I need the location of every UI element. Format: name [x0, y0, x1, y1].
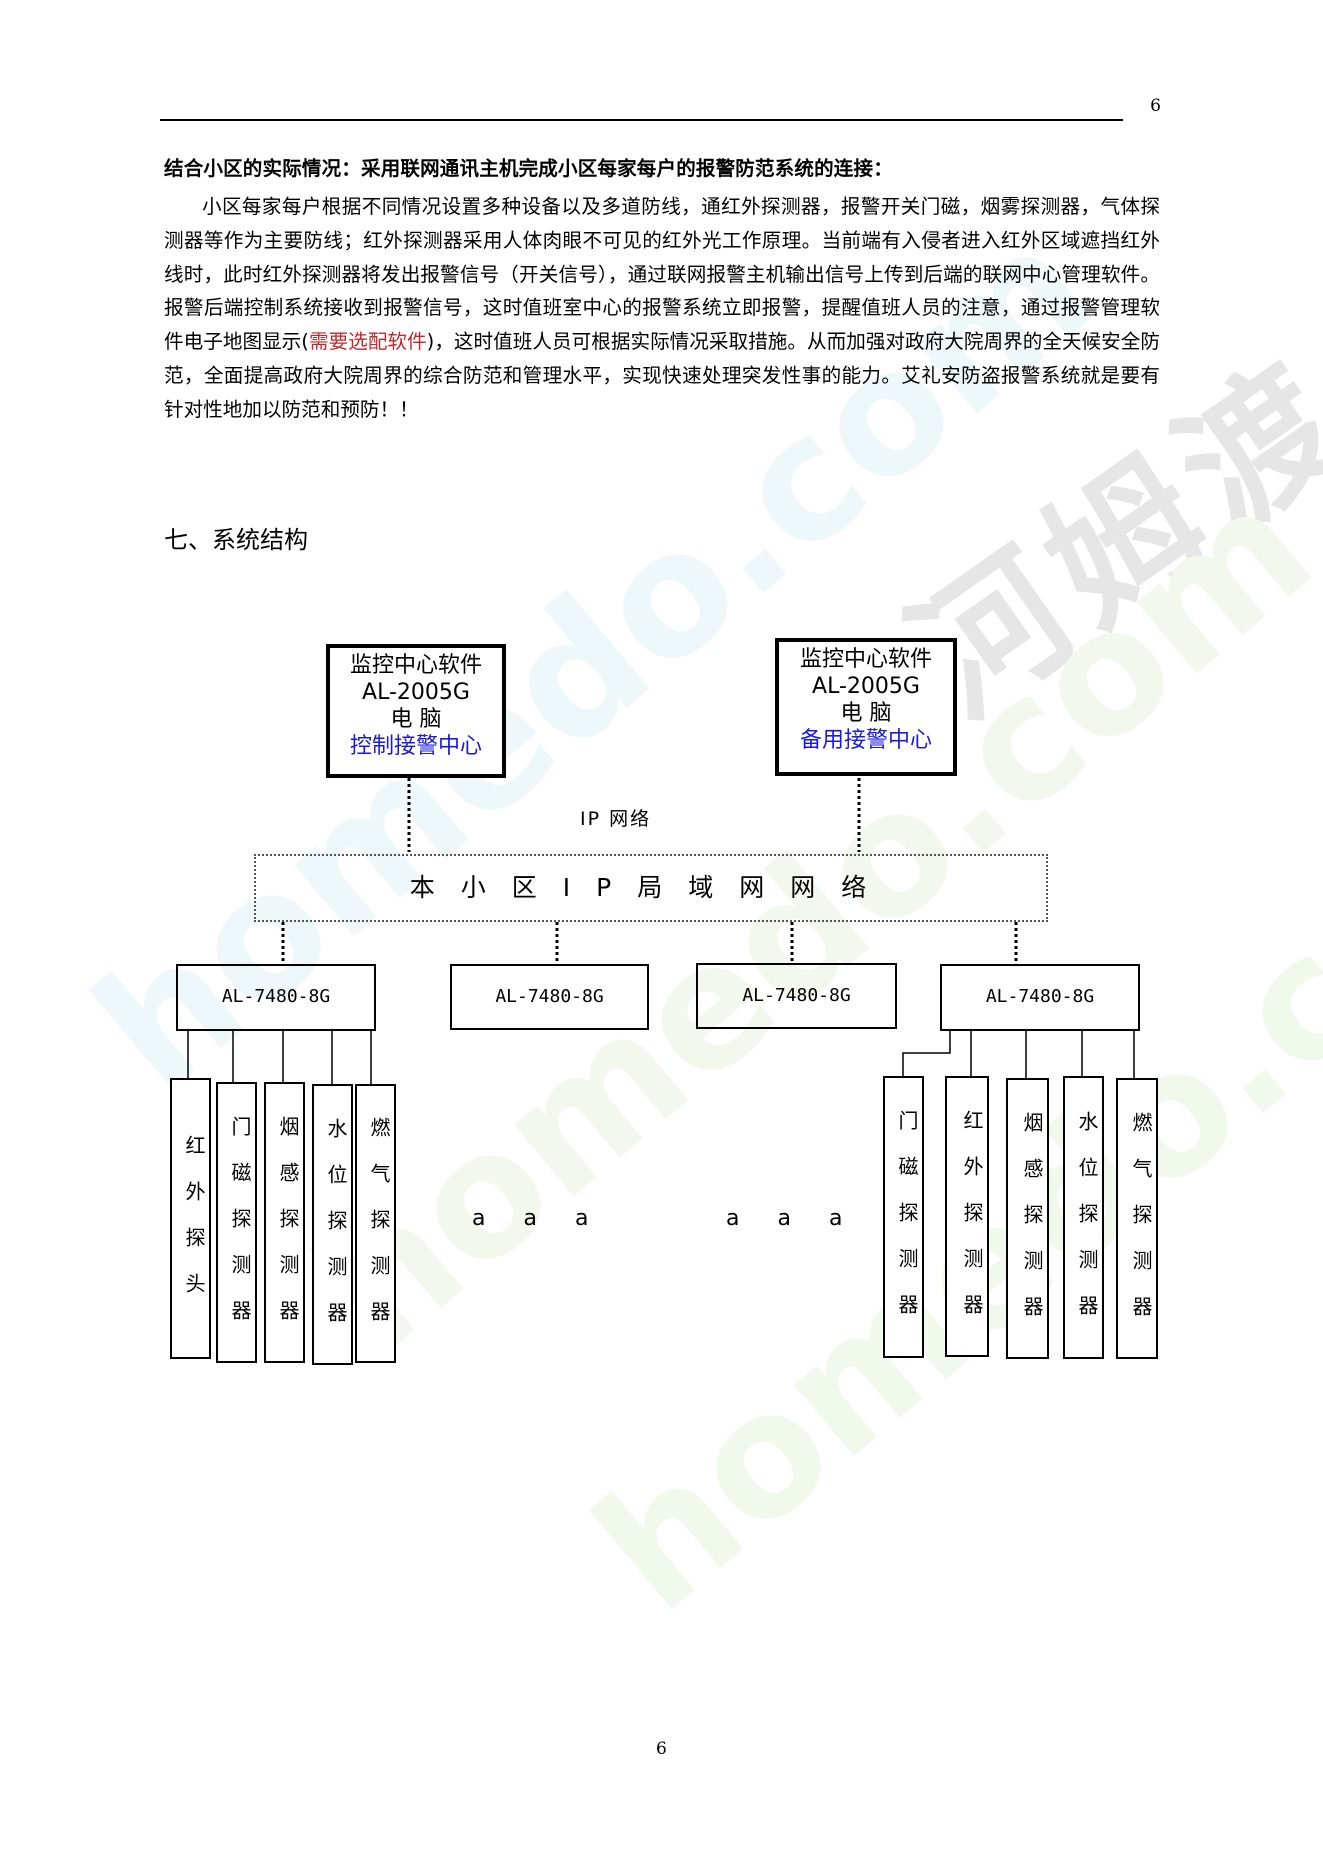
center-left-line1: 监控中心软件	[349, 653, 482, 678]
center-left-line4: 控制接警中心	[349, 734, 482, 759]
section-heading: 结合小区的实际情况：采用联网通讯主机完成小区每家每户的报警防范系统的连接：	[164, 157, 893, 180]
right-sensor-door-magnet: 门磁探测器	[883, 1076, 924, 1358]
center-right-line3: 电 脑	[840, 701, 892, 726]
backup-center-box: 监控中心软件 AL-2005G 电 脑 备用接警中心	[775, 638, 957, 776]
alarm-host-2: AL-7480-8G	[450, 964, 649, 1030]
right-sensor-infrared: 红外探测器	[945, 1076, 989, 1357]
left-sensor-gas: 燃气探测器	[355, 1084, 396, 1363]
left-sensor-smoke: 烟感探测器	[264, 1082, 305, 1363]
left-sensor-infrared-probe: 红外探头	[170, 1078, 211, 1359]
center-right-line1: 监控中心软件	[799, 647, 932, 672]
header-page-number: 6	[1150, 96, 1161, 116]
center-left-line2: AL-2005G	[362, 680, 470, 705]
right-sensor-gas: 燃气探测器	[1116, 1078, 1158, 1359]
ellipsis-right: ааа	[726, 1206, 881, 1231]
lan-network-bar: 本小区IP局域网网络	[254, 854, 1048, 922]
ip-network-label: IP 网络	[580, 808, 652, 830]
footer-page-number: 6	[656, 1739, 667, 1759]
section7-title: 七、系统结构	[164, 526, 308, 554]
paragraph-text-1: 小区每家每户根据不同情况设置多种设备以及多道防线，通红外探测器，报警开关门磁，烟…	[164, 195, 1160, 354]
header-rule	[160, 119, 1123, 121]
alarm-host-1: AL-7480-8G	[176, 964, 376, 1031]
control-center-box: 监控中心软件 AL-2005G 电 脑 控制接警中心	[326, 644, 506, 778]
right-sensor-smoke: 烟感探测器	[1006, 1078, 1049, 1359]
alarm-host-4: AL-7480-8G	[940, 964, 1140, 1031]
ellipsis-left: ааа	[472, 1206, 627, 1231]
alarm-host-3: AL-7480-8G	[696, 963, 897, 1029]
left-sensor-door-magnet: 门磁探测器	[216, 1082, 257, 1363]
left-sensor-water-level: 水位探测器	[312, 1084, 353, 1365]
center-right-line2: AL-2005G	[812, 674, 920, 699]
right-sensor-water-level: 水位探测器	[1063, 1076, 1104, 1359]
center-right-line4: 备用接警中心	[799, 728, 932, 753]
paragraph-text-2: )，这时值班人员可根据实际情况采取措施。从而加强对政府大院周界的全天候安全防范，…	[164, 330, 1160, 421]
wire-right-1	[902, 1031, 951, 1076]
paragraph-highlight: 需要选配软件	[308, 330, 427, 354]
body-paragraph: 小区每家每户根据不同情况设置多种设备以及多道防线，通红外探测器，报警开关门磁，烟…	[164, 190, 1160, 427]
center-left-line3: 电 脑	[390, 707, 442, 732]
